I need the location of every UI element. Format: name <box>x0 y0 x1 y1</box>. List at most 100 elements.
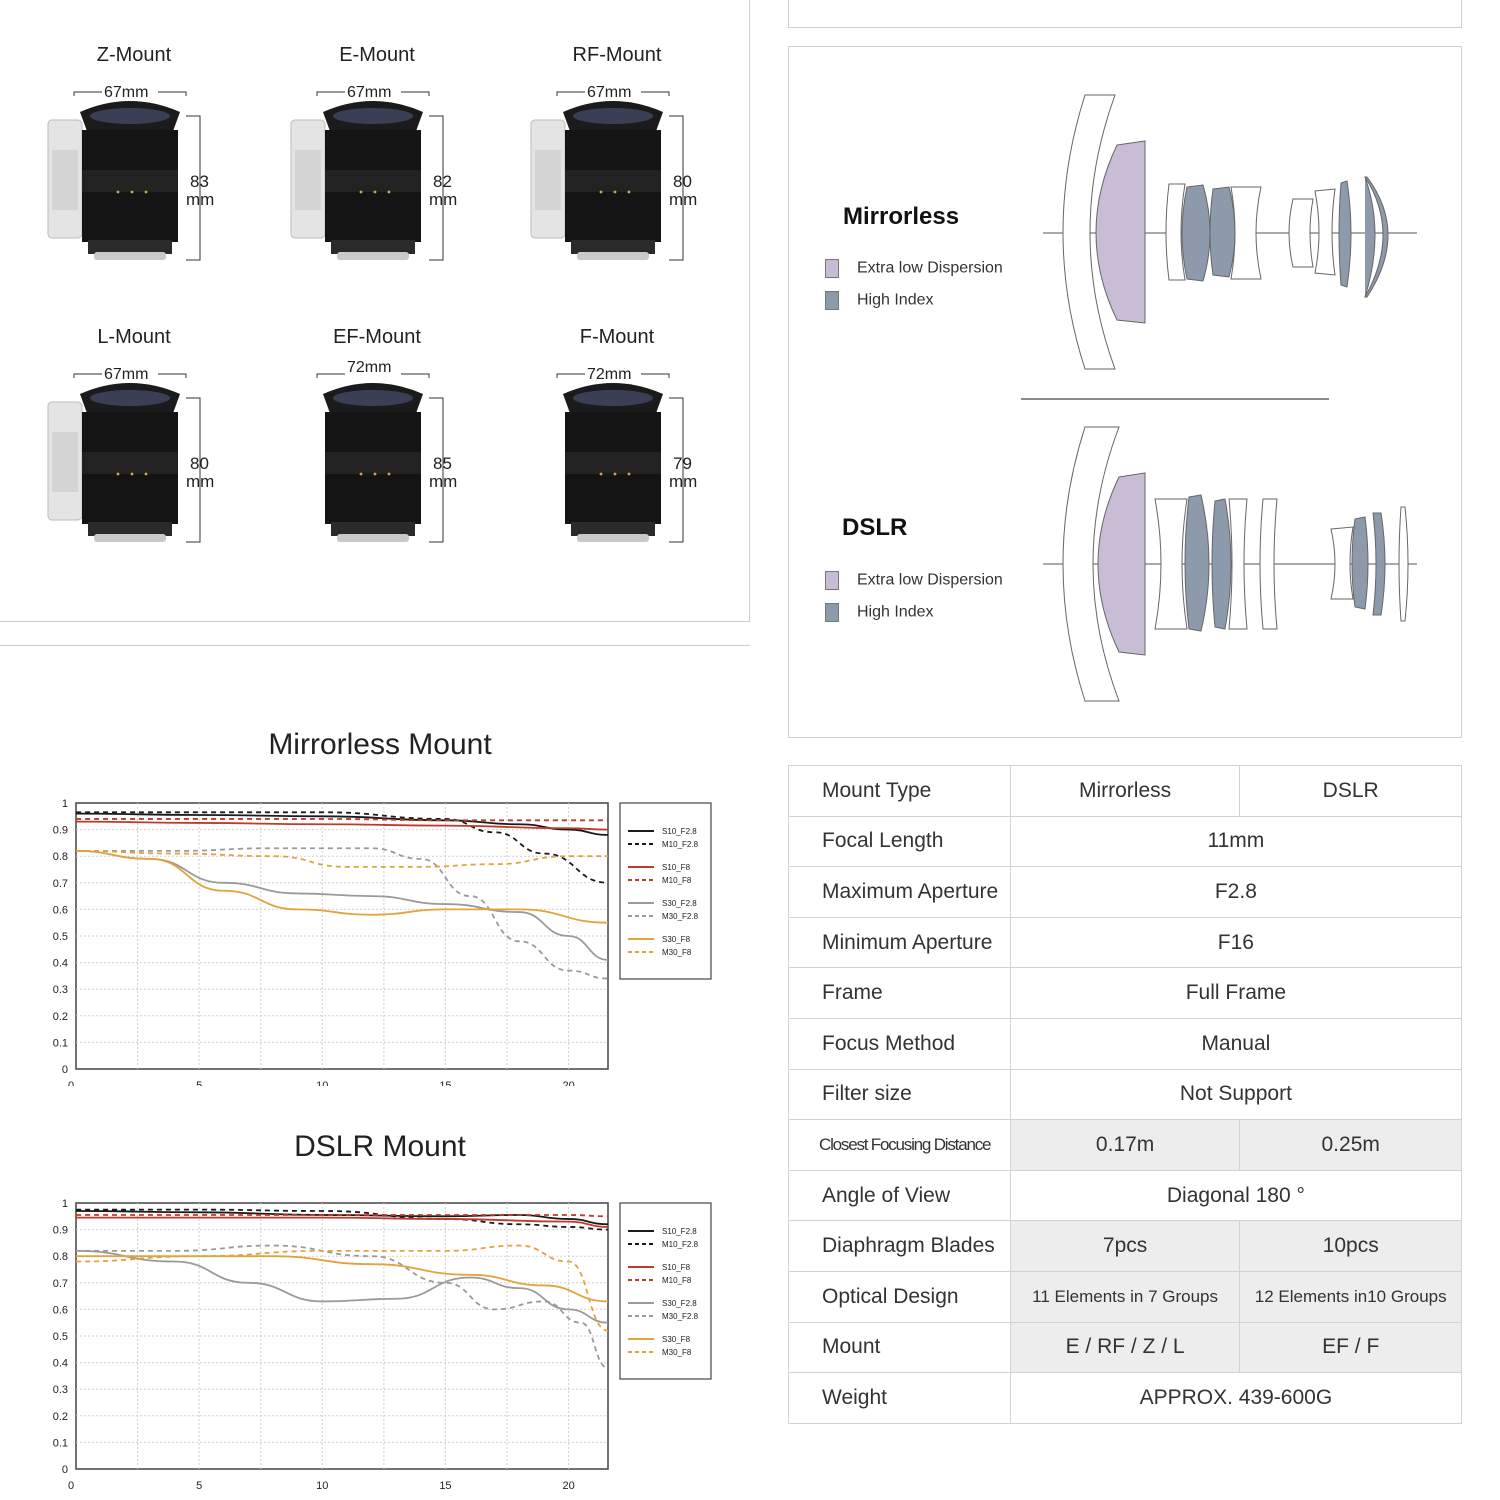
series-line-m10-f8 <box>76 1214 609 1218</box>
spec-label: Focal Length <box>788 815 1011 868</box>
width-dimension: 67mm <box>104 84 149 101</box>
optical-structure-panel: Mirrorless Extra low Dispersion High Ind… <box>788 46 1462 738</box>
x-tick-label: 10 <box>316 1480 328 1492</box>
width-dimension: 72mm <box>347 359 392 376</box>
y-tick-label: 0.7 <box>53 878 68 890</box>
x-tick-label: 5 <box>196 1480 202 1492</box>
spec-value-mirrorless: 0.17m <box>1009 1119 1241 1171</box>
mount-label: E-Mount <box>339 44 415 66</box>
lens-illustration <box>47 373 201 543</box>
y-tick-label: 0.8 <box>53 851 68 863</box>
series-line-s30-f8 <box>76 1255 609 1303</box>
legend-entry: S30_F8 <box>662 1335 691 1344</box>
spec-value-mirrorless: 11 Elements in 7 Groups <box>1009 1270 1241 1323</box>
spec-label: Frame <box>788 967 1011 1019</box>
y-tick-label: 0.7 <box>53 1278 68 1290</box>
lens-element-diagrams <box>1021 94 1417 702</box>
legend-label: Extra low Dispersion <box>857 571 1003 589</box>
spec-label: Diaphragm Blades <box>788 1220 1011 1272</box>
width-dimension: 72mm <box>587 366 632 383</box>
spec-value: 11mm <box>1009 815 1463 868</box>
legend-entry: M30_F8 <box>662 948 692 957</box>
y-tick-label: 1 <box>62 798 68 810</box>
ed-swatch-icon <box>825 571 839 590</box>
legend-ed-mirrorless: Extra low Dispersion <box>825 259 1003 278</box>
x-tick-label: 0 <box>68 1480 74 1492</box>
y-tick-label: 0.5 <box>53 1331 68 1343</box>
spec-label: Weight <box>788 1372 1011 1424</box>
height-dimension-value: 82 <box>433 172 452 191</box>
chart-title-dslr: DSLR Mount <box>294 1130 466 1163</box>
x-tick-label: 10 <box>316 1080 328 1086</box>
lens-illustration <box>47 91 201 261</box>
legend-entry: S10_F8 <box>662 863 691 872</box>
spec-value: Not Support <box>1009 1068 1463 1121</box>
spec-value: Diagonal 180 ° <box>1009 1169 1463 1222</box>
series-line-m30-f8 <box>75 849 608 868</box>
y-tick-label: 1 <box>62 1198 68 1210</box>
height-dimension-value: 79 <box>673 454 692 473</box>
legend-hi-dslr: High Index <box>825 603 934 622</box>
legend-entry: S10_F2.8 <box>662 827 697 836</box>
spec-value-mirrorless: 7pcs <box>1009 1220 1241 1272</box>
spec-value: Full Frame <box>1009 967 1463 1019</box>
spec-label: Filter size <box>788 1068 1011 1121</box>
ed-swatch-icon <box>825 259 839 278</box>
mount-label: EF-Mount <box>333 326 421 348</box>
spec-label: Minimum Aperture <box>788 916 1011 969</box>
spec-value: Manual <box>1009 1017 1463 1070</box>
legend-entry: M10_F2.8 <box>662 840 699 849</box>
legend-entry: S10_F2.8 <box>662 1227 697 1236</box>
y-tick-label: 0.3 <box>53 1384 68 1396</box>
legend-entry: M10_F2.8 <box>662 1240 699 1249</box>
series-line-m30-f8 <box>75 1244 609 1332</box>
lens-illustration <box>556 373 684 543</box>
y-tick-label: 0.9 <box>53 1225 68 1237</box>
hi-swatch-icon <box>825 291 839 310</box>
y-tick-label: 0.4 <box>53 1358 68 1370</box>
x-tick-label: 5 <box>196 1080 202 1086</box>
mirrorless-optical-diagram <box>1043 94 1417 370</box>
legend-box <box>619 1202 712 1380</box>
y-tick-label: 0.6 <box>53 1304 68 1316</box>
mount-label: Z-Mount <box>96 44 172 66</box>
height-dimension-value: 83 <box>190 172 209 191</box>
y-tick-label: 0.1 <box>53 1437 68 1449</box>
series-line-m30-f2-8 <box>75 847 609 980</box>
spec-label: Optical Design <box>788 1270 1011 1323</box>
series-line-s10-f8 <box>75 1216 609 1228</box>
x-tick-label: 0 <box>68 1080 74 1086</box>
y-tick-label: 0.5 <box>53 931 68 943</box>
spec-value-dslr: 10pcs <box>1239 1220 1462 1272</box>
spec-value-dslr: 12 Elements in10 Groups <box>1239 1270 1462 1323</box>
series-line-m10-f2-8 <box>76 811 609 884</box>
legend-entry: S10_F8 <box>662 1263 691 1272</box>
spec-label: Focus Method <box>788 1017 1011 1070</box>
legend-entry: M10_F8 <box>662 876 692 885</box>
spec-value: APPROX. 439-600G <box>1009 1372 1463 1424</box>
height-dimension-value: 80 <box>673 172 692 191</box>
spec-value-mirrorless: Mirrorless <box>1009 765 1241 817</box>
y-tick-label: 0.2 <box>53 1011 68 1023</box>
x-tick-label: 20 <box>562 1480 574 1492</box>
series-line-s30-f2-8 <box>75 1249 609 1324</box>
legend-hi-mirrorless: High Index <box>825 291 934 310</box>
spec-label: Mount <box>788 1321 1011 1374</box>
legend-entry: M30_F2.8 <box>662 1312 699 1321</box>
legend-label: Extra low Dispersion <box>857 259 1003 277</box>
series-line-m10-f8 <box>75 818 608 822</box>
hi-swatch-icon <box>825 603 839 622</box>
lens-illustration <box>290 91 444 261</box>
legend-ed-dslr: Extra low Dispersion <box>825 571 1003 590</box>
dslr-optical-diagram <box>1043 426 1417 702</box>
